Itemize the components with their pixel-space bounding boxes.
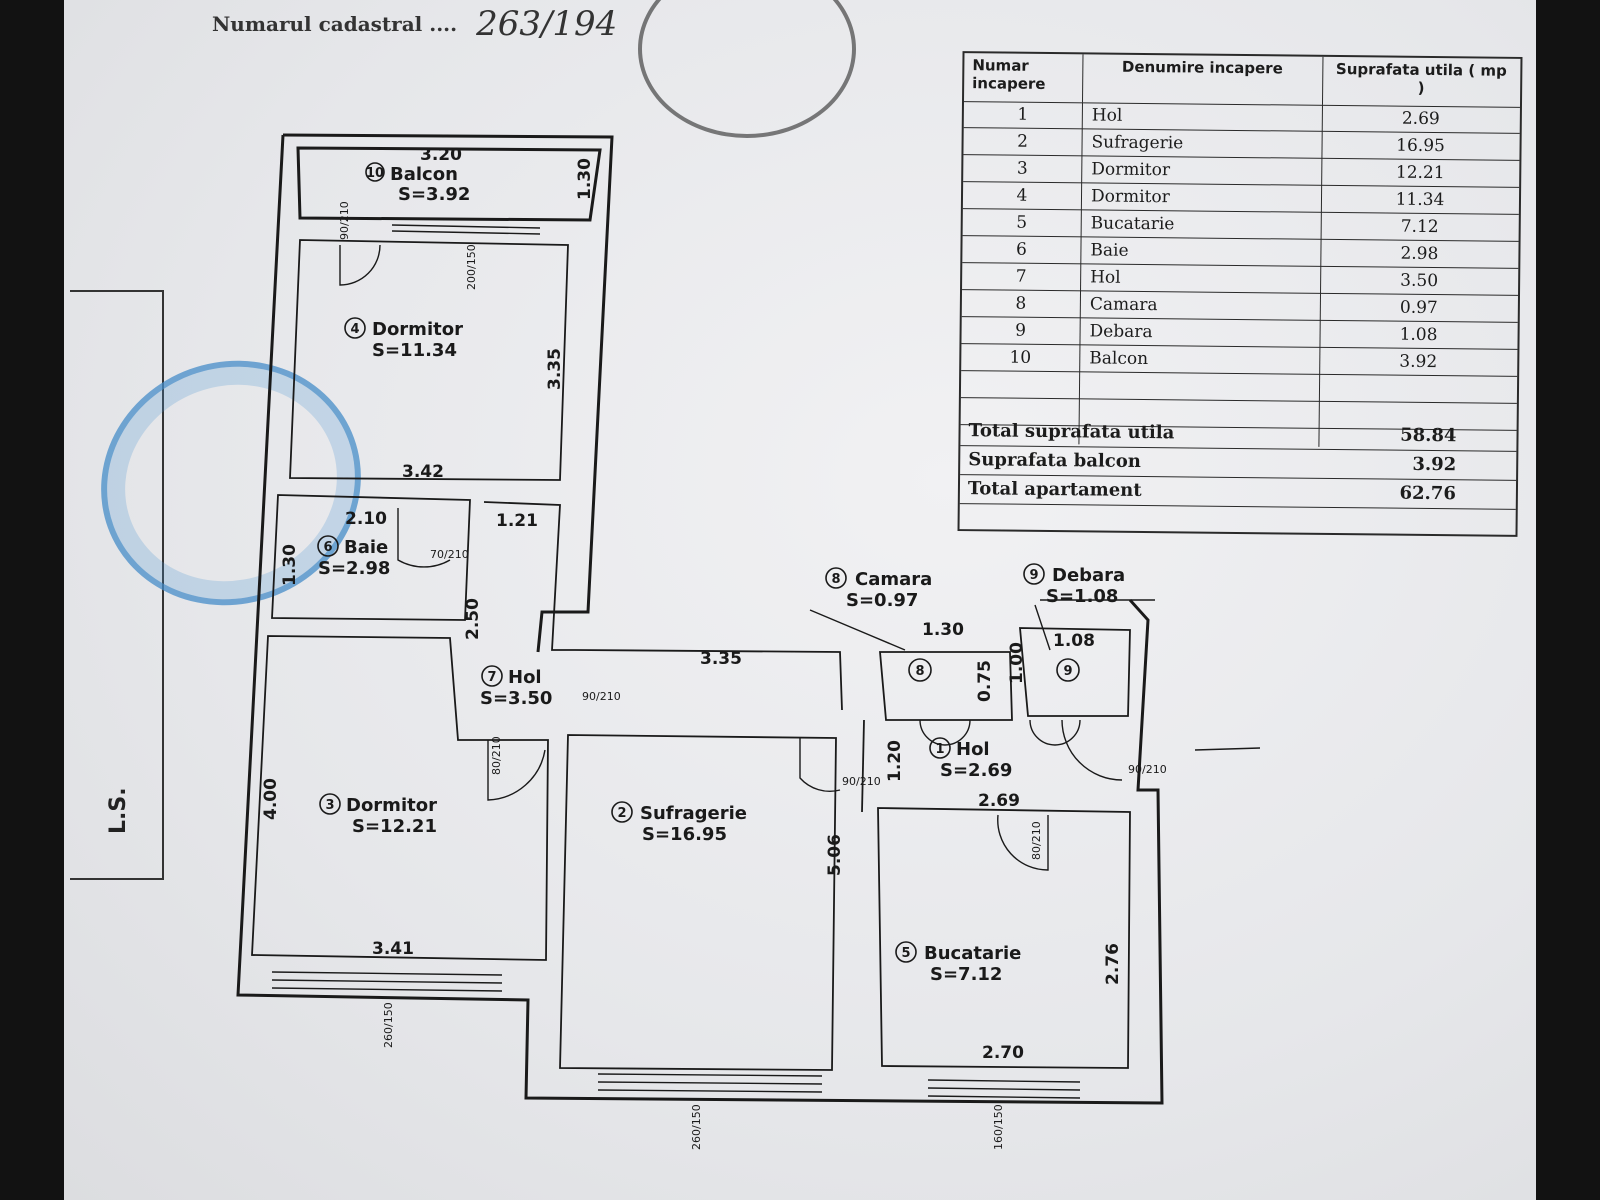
side-border-box: [70, 290, 164, 880]
svg-text:S=12.21: S=12.21: [352, 816, 437, 837]
svg-text:1: 1: [935, 742, 944, 757]
room-label-hol-7: 7 Hol S=3.50: [480, 665, 552, 709]
svg-text:2.50: 2.50: [463, 598, 483, 640]
svg-text:3.20: 3.20: [420, 145, 462, 165]
svg-text:1.21: 1.21: [496, 511, 538, 531]
svg-text:80/210: 80/210: [1030, 821, 1043, 860]
svg-text:4.00: 4.00: [261, 778, 281, 820]
svg-text:Debara: Debara: [1052, 565, 1125, 586]
room-label-dormitor-4: 4 Dormitor S=11.34: [344, 317, 463, 361]
svg-text:S=7.12: S=7.12: [930, 964, 1002, 985]
svg-text:5.06: 5.06: [825, 834, 845, 876]
svg-text:S=2.98: S=2.98: [318, 558, 390, 579]
svg-text:4: 4: [350, 322, 359, 337]
svg-text:0.75: 0.75: [975, 660, 995, 702]
svg-text:9: 9: [1063, 664, 1072, 679]
svg-text:1.30: 1.30: [280, 544, 300, 586]
svg-text:Dormitor: Dormitor: [372, 319, 463, 340]
svg-text:3.35: 3.35: [545, 348, 565, 390]
svg-text:1.20: 1.20: [885, 740, 905, 782]
svg-text:260/150: 260/150: [382, 1002, 395, 1048]
svg-text:2.70: 2.70: [982, 1043, 1024, 1063]
svg-text:200/150: 200/150: [465, 244, 478, 290]
svg-text:9: 9: [1029, 568, 1038, 583]
svg-text:3.41: 3.41: [372, 939, 414, 959]
room-label-dormitor-3: 3 Dormitor S=12.21: [319, 793, 437, 837]
svg-text:Hol: Hol: [508, 667, 542, 688]
svg-text:8: 8: [915, 664, 924, 679]
svg-text:70/210: 70/210: [430, 548, 469, 561]
svg-text:1.08: 1.08: [1053, 631, 1095, 651]
cadastral-label: Numarul cadastral: [212, 12, 423, 36]
svg-text:90/210: 90/210: [1128, 763, 1167, 776]
svg-text:S=3.92: S=3.92: [398, 184, 470, 205]
svg-text:8: 8: [831, 572, 840, 587]
svg-text:S=2.69: S=2.69: [940, 760, 1012, 781]
svg-text:Camara: Camara: [855, 569, 932, 590]
dimensions: 3.20 1.30 3.35 3.42 2.10 1.30 1.21 2.50 …: [261, 145, 1123, 1063]
svg-text:260/150: 260/150: [690, 1104, 703, 1150]
svg-text:2.69: 2.69: [978, 791, 1020, 811]
svg-text:Balcon: Balcon: [390, 164, 458, 185]
door-window-marks: 90/210 200/150 70/210 80/210 90/210 90/2…: [338, 201, 1167, 1150]
doors: [339, 244, 1123, 871]
svg-text:90/210: 90/210: [582, 690, 621, 703]
room-label-debara: 9 Debara S=1.08 9: [1023, 563, 1125, 682]
svg-text:S=0.97: S=0.97: [846, 590, 918, 611]
walls: [236, 133, 1164, 1105]
svg-text:7: 7: [487, 670, 496, 685]
cadastral-value: 263/194: [476, 4, 618, 44]
svg-text:S=16.95: S=16.95: [642, 824, 727, 845]
svg-text:90/210: 90/210: [842, 775, 881, 788]
svg-text:2.10: 2.10: [345, 509, 387, 529]
svg-text:2.76: 2.76: [1103, 943, 1123, 985]
room-label-balcon: 10 Balcon S=3.92: [365, 162, 470, 205]
svg-text:3.35: 3.35: [700, 649, 742, 669]
svg-text:1.30: 1.30: [922, 620, 964, 640]
svg-text:Dormitor: Dormitor: [346, 795, 437, 816]
svg-text:S=11.34: S=11.34: [372, 340, 457, 361]
svg-text:Bucatarie: Bucatarie: [924, 943, 1021, 964]
svg-text:S=1.08: S=1.08: [1046, 586, 1118, 607]
svg-text:3: 3: [325, 798, 334, 813]
leader-lines: [809, 599, 1155, 651]
svg-text:80/210: 80/210: [490, 736, 503, 775]
svg-text:2: 2: [617, 806, 626, 821]
svg-text:Sufragerie: Sufragerie: [640, 803, 747, 824]
svg-text:6: 6: [323, 540, 332, 555]
svg-text:10: 10: [366, 166, 384, 181]
room-label-bucatarie: 5 Bucatarie S=7.12: [895, 941, 1021, 985]
svg-text:S=3.50: S=3.50: [480, 688, 552, 709]
svg-text:90/210: 90/210: [338, 201, 351, 240]
windows: [271, 224, 1081, 1099]
room-label-sufragerie: 2 Sufragerie S=16.95: [611, 801, 747, 845]
svg-text:5: 5: [901, 946, 910, 961]
room-label-baie: 6 Baie S=2.98: [317, 535, 390, 579]
svg-text:1.30: 1.30: [575, 158, 595, 200]
entrance-arrow: [1194, 747, 1261, 751]
cadastral-number: Numarul cadastral .... 263/194: [212, 4, 618, 44]
svg-text:1.00: 1.00: [1007, 642, 1027, 684]
room-label-hol-1: 1 Hol S=2.69: [929, 737, 1012, 781]
floor-plan-sheet: [64, 0, 1536, 1200]
svg-text:Baie: Baie: [344, 537, 388, 558]
room-label-camara: 8 Camara S=0.97 8: [825, 567, 932, 682]
svg-text:160/150: 160/150: [992, 1104, 1005, 1150]
svg-text:Hol: Hol: [956, 739, 990, 760]
svg-text:3.42: 3.42: [402, 462, 444, 482]
